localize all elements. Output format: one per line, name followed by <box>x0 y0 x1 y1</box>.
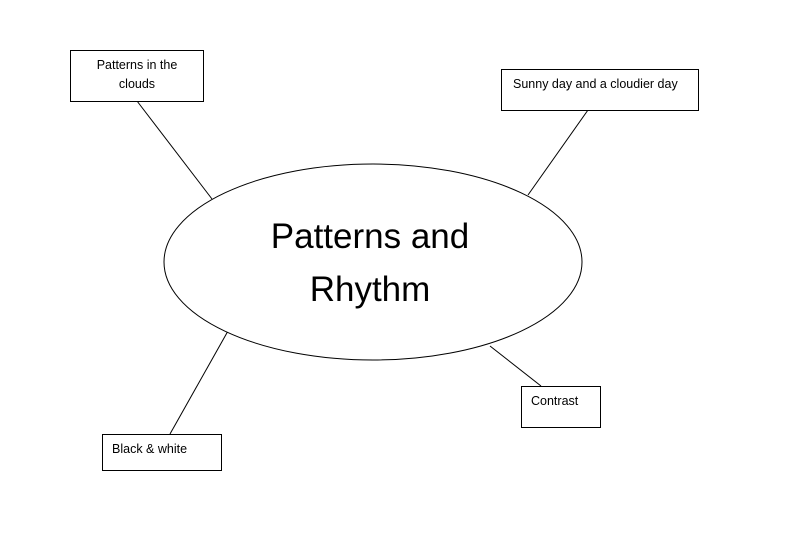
connector-contrast <box>489 345 542 387</box>
central-topic-line-2: Rhythm <box>309 270 431 309</box>
connector-bw <box>169 330 229 435</box>
central-ellipse <box>163 163 583 361</box>
connector-clouds <box>136 100 213 200</box>
central-topic-line-1: Patterns and <box>270 217 470 256</box>
connector-sunny <box>527 109 589 196</box>
node-contrast-label: Contrast <box>531 394 579 408</box>
node-bw-label: Black & white <box>112 442 188 456</box>
node-contrast: Contrast <box>521 386 601 428</box>
node-sunny-label: Sunny day and a cloudier day <box>513 77 678 91</box>
central-topic-label: Patterns and Rhythm <box>225 210 515 316</box>
node-clouds-line-2: clouds <box>118 77 156 91</box>
node-sunny-cloudier-day: Sunny day and a cloudier day <box>501 69 699 111</box>
node-patterns-in-clouds: Patterns in the clouds <box>70 50 204 102</box>
node-clouds-line-1: Patterns in the <box>96 58 178 72</box>
node-black-and-white: Black & white <box>102 434 222 471</box>
